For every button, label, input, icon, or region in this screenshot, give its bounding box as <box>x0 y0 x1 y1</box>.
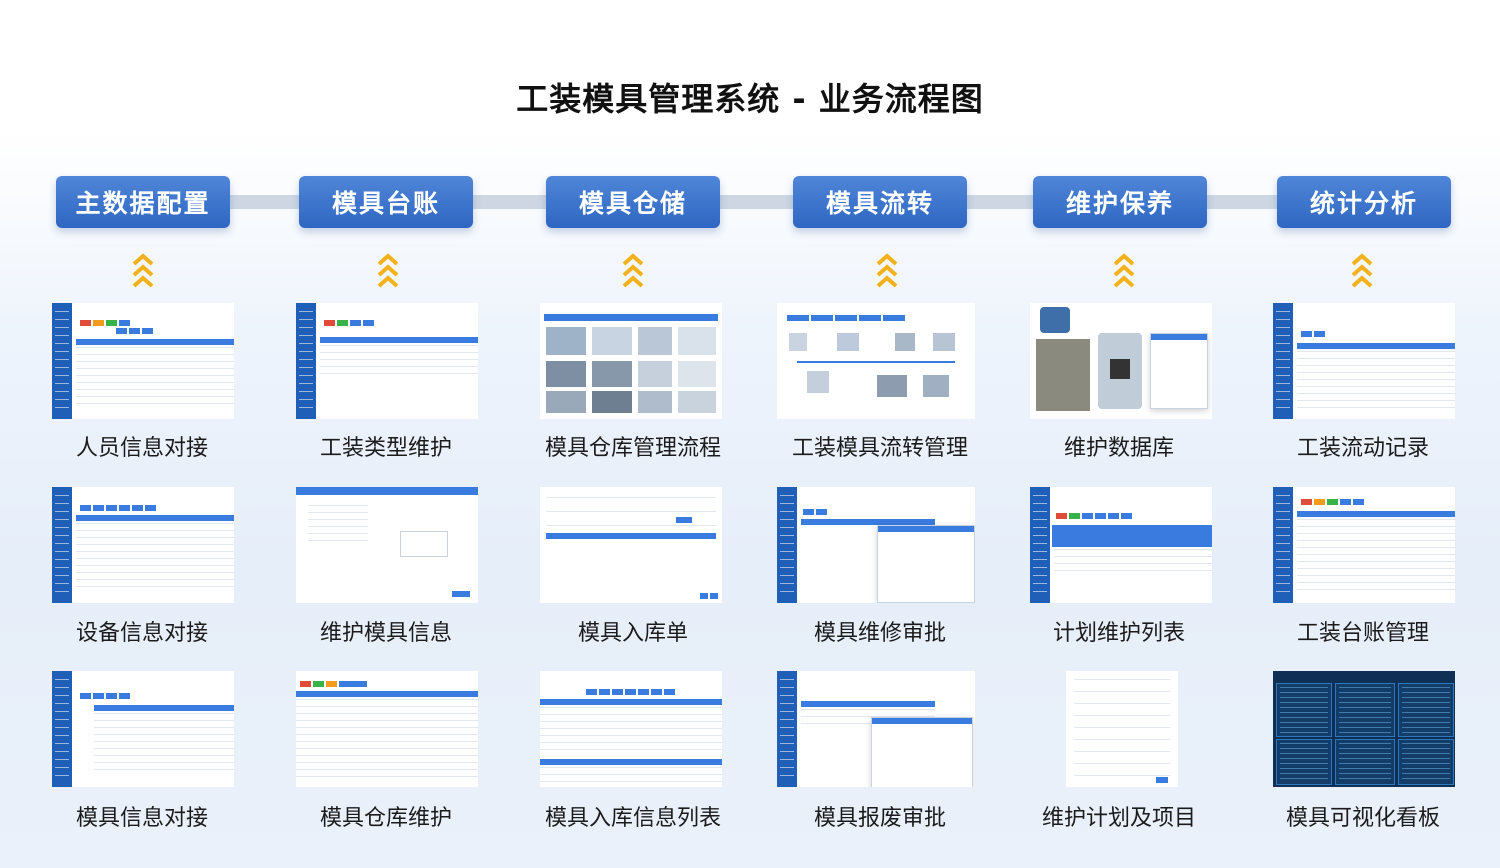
item-label: 人员信息对接 <box>75 436 208 461</box>
chevron-up-icon <box>1351 253 1373 288</box>
stage-mold-circulation: 模具流转 <box>793 176 967 228</box>
item-label: 模具可视化看板 <box>1285 806 1440 831</box>
item-label: 工装类型维护 <box>319 436 452 461</box>
chevron-up-icon <box>876 253 898 288</box>
screenshot-thumbnail <box>1273 487 1455 603</box>
screenshot-thumbnail <box>777 487 975 603</box>
item-label: 维护数据库 <box>1063 436 1174 461</box>
stage-maintenance: 维护保养 <box>1033 176 1207 228</box>
screenshot-thumbnail <box>1273 671 1455 787</box>
screenshot-thumbnail <box>1030 487 1212 603</box>
stage-mold-ledger: 模具台账 <box>299 176 473 228</box>
item-label: 工装模具流转管理 <box>791 436 968 461</box>
screenshot-thumbnail <box>52 671 234 787</box>
screenshot-thumbnail <box>777 671 975 787</box>
stage-master-data: 主数据配置 <box>56 176 230 228</box>
item-label: 维护计划及项目 <box>1041 806 1196 831</box>
screenshot-thumbnail <box>540 303 722 419</box>
item-label: 维护模具信息 <box>319 621 452 646</box>
screenshot-thumbnail <box>1273 303 1455 419</box>
stage-statistics: 统计分析 <box>1277 176 1451 228</box>
screenshot-thumbnail <box>777 303 975 419</box>
item-label: 工装流动记录 <box>1296 436 1429 461</box>
chevron-up-icon <box>622 253 644 288</box>
item-label: 模具仓库维护 <box>319 806 452 831</box>
screenshot-thumbnail <box>540 487 722 603</box>
chevron-up-icon <box>132 253 154 288</box>
item-label: 模具入库信息列表 <box>544 806 721 831</box>
page-title: 工装模具管理系统 - 业务流程图 <box>516 80 984 118</box>
screenshot-thumbnail <box>296 671 478 787</box>
stage-mold-storage: 模具仓储 <box>546 176 720 228</box>
item-label: 设备信息对接 <box>75 621 208 646</box>
item-label: 模具维修审批 <box>813 621 946 646</box>
screenshot-thumbnail <box>296 303 478 419</box>
item-label: 工装台账管理 <box>1296 621 1429 646</box>
item-label: 计划维护列表 <box>1052 621 1185 646</box>
screenshot-thumbnail <box>1066 671 1178 787</box>
item-label: 模具信息对接 <box>75 806 208 831</box>
item-label: 模具仓库管理流程 <box>544 436 721 461</box>
chevron-up-icon <box>1113 253 1135 288</box>
screenshot-thumbnail <box>296 487 478 603</box>
item-label: 模具入库单 <box>577 621 688 646</box>
item-label: 模具报废审批 <box>813 806 946 831</box>
chevron-up-icon <box>377 253 399 288</box>
screenshot-thumbnail <box>1030 303 1212 419</box>
screenshot-thumbnail <box>52 303 234 419</box>
screenshot-thumbnail <box>52 487 234 603</box>
screenshot-thumbnail <box>540 671 722 787</box>
